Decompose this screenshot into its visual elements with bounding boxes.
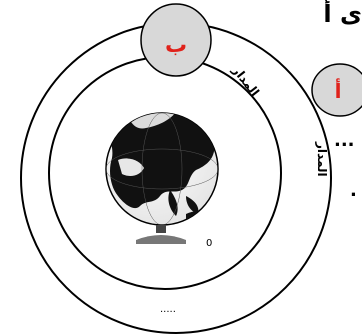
inner-orbit-badge: أ (312, 64, 362, 116)
dots-fragment: ... (334, 130, 355, 151)
earth-globe-icon (106, 109, 218, 230)
inner-mark: 0 (206, 238, 212, 249)
header-fragment: ى أ (323, 0, 362, 28)
globe-stand (136, 225, 186, 244)
outer-orbit-badge: ب (141, 4, 211, 76)
outer-orbit-badge-label: ب (165, 33, 187, 58)
inner-orbit-badge-label: أ (335, 77, 342, 103)
outer-orbit-label: المدار (315, 141, 329, 177)
side-dot: . (350, 180, 357, 201)
bottom-dots: ..... (160, 304, 176, 315)
